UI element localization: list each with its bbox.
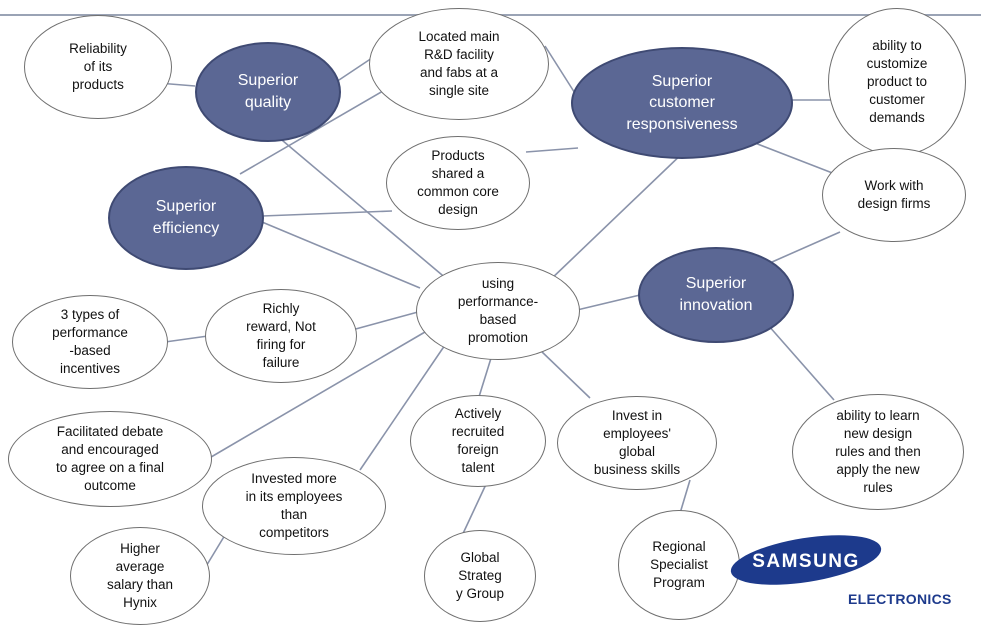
connector-line (771, 231, 841, 263)
connector-line (205, 331, 426, 461)
connector-line (525, 147, 579, 153)
core-design-node: Products shared a common core design (386, 136, 530, 230)
customize-node: ability to customize product to customer… (828, 8, 966, 156)
superior-innovation-node: Superior innovation (638, 247, 794, 343)
connector-line (261, 221, 421, 289)
superior-customer-responsiveness-node: Superior customer responsiveness (571, 47, 793, 159)
learn-design-rules-node: ability to learn new design rules and th… (792, 394, 964, 510)
regional-specialist-node: Regional Specialist Program (618, 510, 740, 620)
higher-salary-node: Higher average salary than Hynix (70, 527, 210, 625)
connector-line (239, 83, 396, 175)
incentives-node: 3 types of performance -based incentives (12, 295, 168, 389)
connector-line (204, 534, 226, 569)
samsung-logo: SAMSUNG (730, 535, 882, 585)
connector-line (164, 335, 209, 343)
connector-line (477, 354, 493, 401)
global-strategy-node: Global Strateg y Group (424, 530, 536, 622)
samsung-logo-wordmark: SAMSUNG (752, 551, 860, 572)
richly-reward-node: Richly reward, Not firing for failure (205, 289, 357, 383)
invested-more-node: Invested more in its employees than comp… (202, 457, 386, 555)
performance-promotion-node: using performance- based promotion (416, 262, 580, 360)
samsung-logo-ellipse (730, 535, 882, 585)
foreign-talent-node: Actively recruited foreign talent (410, 395, 546, 487)
connector-line (269, 129, 449, 281)
business-skills-node: Invest in employees' global business ski… (557, 396, 717, 490)
connector-line (576, 294, 641, 311)
reliability-node: Reliability of its products (24, 15, 172, 119)
superior-quality-node: Superior quality (195, 42, 341, 142)
connector-line (261, 210, 393, 217)
samsung-division-label: ELECTRONICS (848, 591, 952, 607)
connector-line (547, 147, 689, 283)
connector-line (351, 311, 419, 331)
connector-line (544, 45, 579, 99)
connector-line (335, 57, 373, 83)
connector-line (359, 344, 446, 471)
connector-line (539, 349, 591, 399)
design-firms-node: Work with design firms (822, 148, 966, 242)
connector-line (767, 324, 835, 401)
superior-efficiency-node: Superior efficiency (108, 166, 264, 270)
rd-facility-node: Located main R&D facility and fabs at a … (369, 8, 549, 120)
debate-node: Facilitated debate and encouraged to agr… (8, 411, 212, 507)
connector-line (459, 479, 489, 541)
